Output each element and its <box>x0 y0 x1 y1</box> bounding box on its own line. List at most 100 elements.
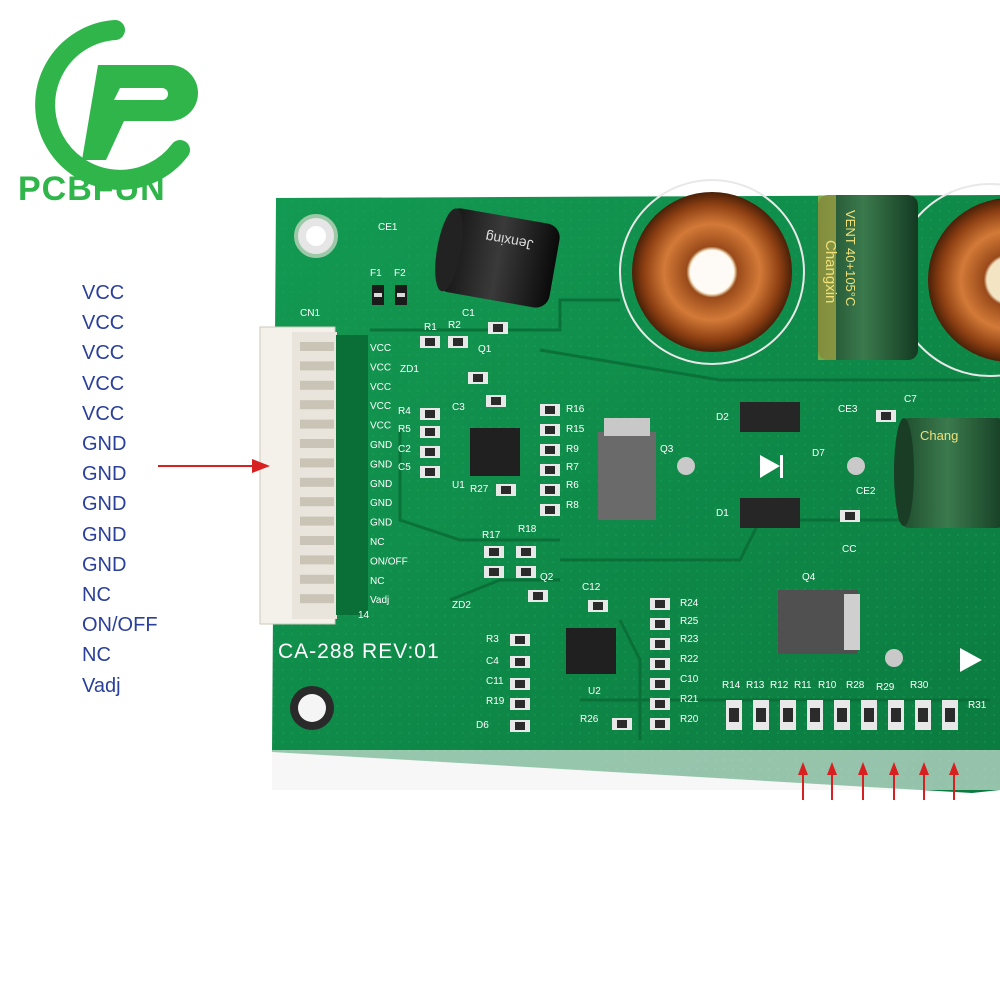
component-designator: R2 <box>448 320 461 331</box>
component-designator: R22 <box>680 654 699 665</box>
connector-pin <box>300 400 334 410</box>
component-designator: R30 <box>910 680 929 691</box>
component-designator: R1 <box>424 322 437 333</box>
component-designator: R18 <box>518 524 537 535</box>
pin-label: GND <box>82 553 127 576</box>
component-designator: R25 <box>680 616 699 627</box>
component-designator: R11 <box>794 680 812 691</box>
board-pin-label: NC <box>370 576 384 587</box>
pin-label: NC <box>82 644 111 667</box>
component-designator: D6 <box>476 720 489 731</box>
component-designator: R20 <box>680 714 699 725</box>
diode-d2 <box>740 402 800 432</box>
component-designator: R6 <box>566 480 579 491</box>
component-designator: ZD2 <box>452 600 471 611</box>
pin-label: Vadj <box>82 674 121 697</box>
board-pin-label: Vadj <box>370 595 389 606</box>
component-designator: Q2 <box>540 572 554 583</box>
component-designator: C7 <box>904 394 917 405</box>
component-designator: F1 <box>370 268 382 279</box>
brand-name: PCBFUN <box>18 170 166 208</box>
board-pin-label: ON/OFF <box>370 556 408 567</box>
component-designator: U2 <box>588 686 601 697</box>
connector-pin <box>300 361 334 371</box>
svg-text:Changxin: Changxin <box>822 240 839 303</box>
component-designator: CE1 <box>378 222 398 233</box>
pin-label: VCC <box>82 402 125 425</box>
component-designator: C4 <box>486 656 499 667</box>
brand-logo-icon <box>35 20 198 190</box>
board-pin-label: GND <box>370 459 392 470</box>
svg-text:Chang: Chang <box>920 428 958 443</box>
component-designator: R12 <box>770 680 789 691</box>
board-pin-label: NC <box>370 537 384 548</box>
component-designator: R27 <box>470 484 489 495</box>
component-designator: C10 <box>680 674 699 685</box>
component-designator: U1 <box>452 480 465 491</box>
connector-pin <box>300 594 334 604</box>
connector-pin <box>300 555 334 565</box>
diode-d1 <box>740 498 800 528</box>
component-designator: R24 <box>680 598 699 609</box>
pin-label: GND <box>82 493 127 516</box>
pin-label: ON/OFF <box>82 614 158 637</box>
component-designator: R10 <box>818 680 837 691</box>
component-designator: C5 <box>398 462 411 473</box>
component-designator: CN1 <box>300 308 320 319</box>
connector-pin <box>300 497 334 507</box>
board-pin-label: GND <box>370 479 392 490</box>
component-designator: R26 <box>580 714 599 725</box>
component-designator: Q3 <box>660 444 674 455</box>
component-designator: Q4 <box>802 572 816 583</box>
component-designator: CE2 <box>856 486 876 497</box>
component-designator: 14 <box>358 610 370 621</box>
connector-pin <box>300 536 334 545</box>
inductor-right <box>928 198 1000 362</box>
component-designator: C12 <box>582 582 601 593</box>
pin-label-list: VCC VCC VCC VCC VCC GND GND GND GND GND NC ON/OFF NC… <box>82 278 158 701</box>
component-designator: R13 <box>746 680 765 691</box>
pin-label: GND <box>82 433 127 456</box>
capacitor-ce2: Chang <box>894 418 1000 528</box>
connector-pin <box>300 574 334 584</box>
board-pin-label: VCC <box>370 362 391 373</box>
pin-label: GND <box>82 523 127 546</box>
ic-u1 <box>470 428 520 476</box>
component-designator: R16 <box>566 404 585 415</box>
component-designator: D1 <box>716 508 729 519</box>
pin-label: GND <box>82 463 127 486</box>
component-designator: R4 <box>398 406 411 417</box>
connector-pin <box>300 477 334 487</box>
pin-label: NC <box>82 584 111 607</box>
capacitor-ce3: Changxin VENT 40+105°C <box>818 195 918 360</box>
component-designator: D7 <box>812 448 825 459</box>
component-designator: R29 <box>876 682 895 693</box>
component-designator: R5 <box>398 424 411 435</box>
pin-label: VCC <box>82 342 125 365</box>
board-pin-label: GND <box>370 498 392 509</box>
board-pin-label: GND <box>370 518 392 529</box>
connector-pin <box>300 458 334 468</box>
connector-pin <box>300 419 334 429</box>
component-designator: R8 <box>566 500 579 511</box>
capacitor-ce1: Jenxing <box>435 208 560 308</box>
board-pin-label: VCC <box>370 343 391 354</box>
ic-u2 <box>566 628 616 674</box>
component-designator: R28 <box>846 680 865 691</box>
component-designator: R7 <box>566 462 579 473</box>
connector-pin <box>300 380 334 390</box>
component-designator: R15 <box>566 424 585 435</box>
pin-label: VCC <box>82 312 125 335</box>
component-designator: C1 <box>462 308 475 319</box>
component-designator: D2 <box>716 412 729 423</box>
component-designator: C3 <box>452 402 465 413</box>
component-designator: R31 <box>968 700 987 711</box>
pin-label: VCC <box>82 282 125 304</box>
pin-label: VCC <box>82 372 125 395</box>
component-designator: CC <box>842 544 856 555</box>
board-pin-label: VCC <box>370 421 391 432</box>
component-designator: R21 <box>680 694 699 705</box>
svg-text:VENT 40+105°C: VENT 40+105°C <box>843 210 858 306</box>
board-pin-label: VCC <box>370 401 391 412</box>
